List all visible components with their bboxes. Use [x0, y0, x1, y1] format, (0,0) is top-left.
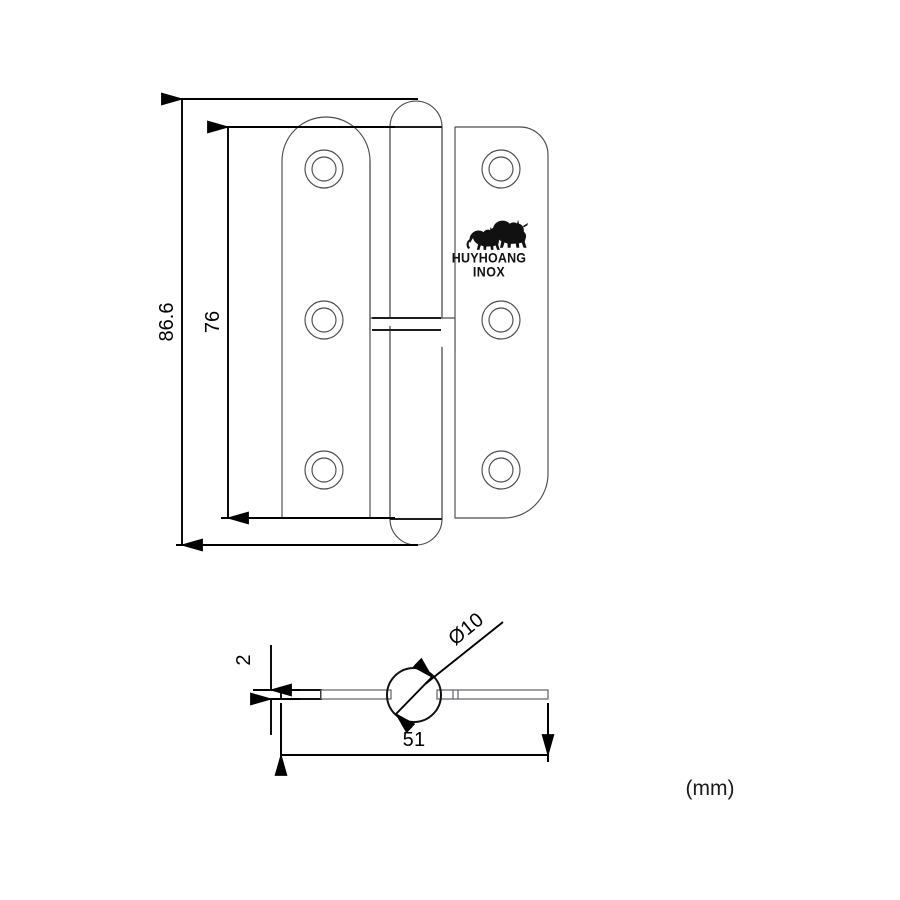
side-plate-left-segment [280, 689, 322, 700]
left-leaf-screw-holes [304, 149, 344, 490]
screw-hole-inner [488, 156, 514, 182]
dimension-leaf-height: 76 [202, 120, 395, 525]
dim-label-2: 2 [233, 654, 255, 665]
front-view: HUYHOANG INOX 86.6 76 [156, 92, 549, 552]
brand-logo: HUYHOANG INOX [452, 219, 528, 280]
two-elephants-icon [466, 219, 528, 250]
dim-label-diameter: Ø10 [444, 609, 488, 650]
diameter-leader-line [423, 621, 504, 686]
dim-label-51: 51 [403, 729, 426, 751]
screw-hole-inner [311, 457, 337, 483]
side-plate-right [436, 689, 549, 700]
screw-hole-inner [488, 457, 514, 483]
screw-hole-inner [311, 156, 337, 182]
brand-sub: INOX [473, 264, 505, 280]
side-plate-left [320, 689, 392, 700]
right-leaf-screw-holes [481, 149, 521, 490]
dimension-thickness: 2 [233, 645, 300, 735]
screw-hole-inner [311, 307, 337, 333]
brand-name: HUYHOANG [452, 250, 526, 266]
unit-note: (mm) [686, 777, 735, 800]
screw-hole-inner [488, 307, 514, 333]
dim-label-86-6: 86.6 [156, 303, 178, 342]
dimension-overall-height: 86.6 [156, 92, 418, 552]
dim-label-76: 76 [202, 311, 224, 333]
side-view: Ø10 2 51 [233, 609, 555, 776]
dimension-overall-width: 51 [274, 703, 555, 776]
